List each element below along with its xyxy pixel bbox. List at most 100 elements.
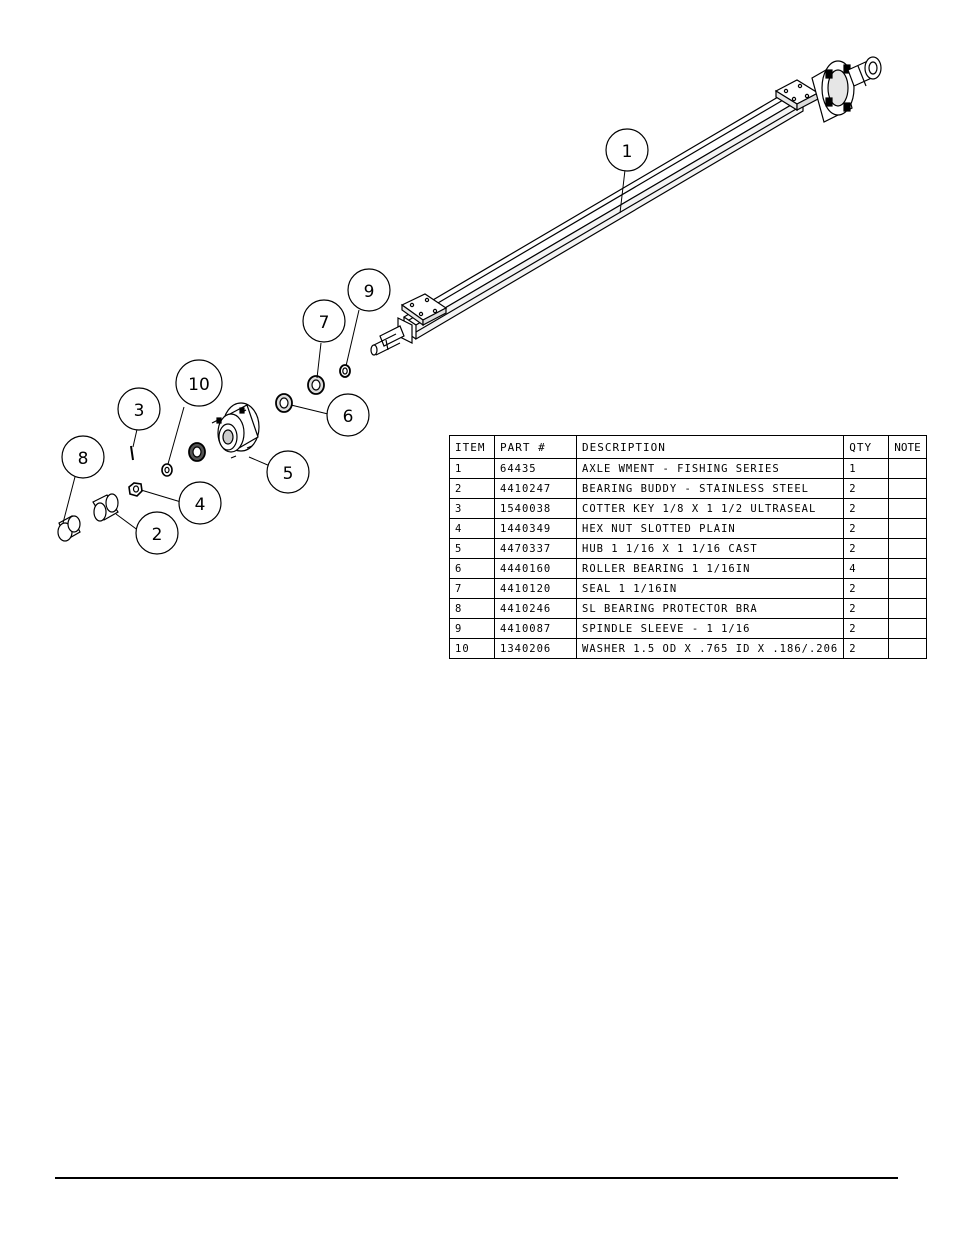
cell-item: 4 <box>449 518 495 539</box>
cell-part: 4410246 <box>494 598 577 619</box>
callout-10-label: 10 <box>188 375 210 395</box>
footer-rule <box>55 1177 898 1179</box>
cell-part: 64435 <box>494 458 577 479</box>
cell-item: 6 <box>449 558 495 579</box>
left-spring-seat <box>400 293 448 327</box>
callout-6-label: 6 <box>343 407 354 427</box>
cell-part: 4410247 <box>494 478 577 499</box>
left-spindle <box>370 317 413 356</box>
table-row: 3 1540038 COTTER KEY 1/8 X 1 1/2 ULTRASE… <box>449 498 927 519</box>
item-3-cotter-key <box>130 445 134 461</box>
callout-7-label: 7 <box>319 313 330 333</box>
cell-description: SPINDLE SLEEVE - 1 1/16 <box>575 618 845 639</box>
item-2-bearing-buddy <box>92 493 119 522</box>
cell-note <box>888 518 927 539</box>
header-qty: QTY <box>843 435 890 459</box>
cell-item: 3 <box>449 498 495 519</box>
cell-note <box>888 538 927 559</box>
item-5-hub <box>211 402 260 459</box>
callout-1-label: 1 <box>622 142 633 162</box>
cell-qty: 2 <box>843 498 890 519</box>
callout-3-label: 3 <box>134 401 145 421</box>
cell-item: 10 <box>449 638 495 659</box>
cell-description: AXLE WMENT - FISHING SERIES <box>575 458 845 479</box>
item-7-seal <box>307 375 325 395</box>
cell-item: 5 <box>449 538 495 559</box>
cell-qty: 2 <box>843 538 890 559</box>
table-header-row: ITEM PART # DESCRIPTION QTY NOTE <box>449 435 927 459</box>
table-row: 1 64435 AXLE WMENT - FISHING SERIES 1 <box>449 458 927 479</box>
callout-5-label: 5 <box>283 464 294 484</box>
cell-qty: 2 <box>843 598 890 619</box>
cell-part: 4440160 <box>494 558 577 579</box>
cell-qty: 2 <box>843 618 890 639</box>
callout-6: 6 <box>326 393 370 437</box>
callout-2-label: 2 <box>152 525 163 545</box>
callout-4-label: 4 <box>195 495 206 515</box>
cell-qty: 2 <box>843 478 890 499</box>
cell-description: ROLLER BEARING 1 1/16IN <box>575 558 845 579</box>
cell-note <box>888 498 927 519</box>
callout-3: 3 <box>117 387 161 431</box>
cell-description: BEARING BUDDY - STAINLESS STEEL <box>575 478 845 499</box>
item-9-spindle-sleeve <box>339 364 351 378</box>
table-row: 5 4470337 HUB 1 1/16 X 1 1/16 CAST 2 <box>449 538 927 559</box>
cell-item: 9 <box>449 618 495 639</box>
cell-item: 2 <box>449 478 495 499</box>
item-6-roller-bearing-inner <box>275 393 293 413</box>
cell-note <box>888 478 927 499</box>
cell-item: 8 <box>449 598 495 619</box>
header-description: DESCRIPTION <box>575 435 845 459</box>
cell-note <box>888 578 927 599</box>
callout-9-label: 9 <box>364 282 375 302</box>
cell-item: 7 <box>449 578 495 599</box>
cell-description: SEAL 1 1/16IN <box>575 578 845 599</box>
item-6-roller-bearing-outer <box>188 442 206 462</box>
axle-tube <box>402 89 805 341</box>
table-row: 6 4440160 ROLLER BEARING 1 1/16IN 4 <box>449 558 927 579</box>
callout-4: 4 <box>178 481 222 525</box>
cell-note <box>888 638 927 659</box>
callout-1: 1 <box>605 128 649 172</box>
callout-9: 9 <box>347 268 391 312</box>
cell-note <box>888 618 927 639</box>
cell-description: HEX NUT SLOTTED PLAIN <box>575 518 845 539</box>
header-part: PART # <box>494 435 577 459</box>
callout-7: 7 <box>302 299 346 343</box>
cell-qty: 1 <box>843 458 890 479</box>
header-item: ITEM <box>449 435 495 459</box>
cell-description: WASHER 1.5 OD X .765 ID X .186/.206 <box>575 638 845 659</box>
callout-8: 8 <box>61 435 105 479</box>
item-10-washer <box>161 463 173 477</box>
cell-note <box>888 458 927 479</box>
table-row: 4 1440349 HEX NUT SLOTTED PLAIN 2 <box>449 518 927 539</box>
cell-description: COTTER KEY 1/8 X 1 1/2 ULTRASEAL <box>575 498 845 519</box>
cell-description: SL BEARING PROTECTOR BRA <box>575 598 845 619</box>
table-row: 7 4410120 SEAL 1 1/16IN 2 <box>449 578 927 599</box>
cell-part: 1440349 <box>494 518 577 539</box>
cell-part: 4410087 <box>494 618 577 639</box>
item-4-hex-nut <box>128 482 143 497</box>
cell-part: 1340206 <box>494 638 577 659</box>
cell-part: 4410120 <box>494 578 577 599</box>
callout-2: 2 <box>135 511 179 555</box>
cell-note <box>888 558 927 579</box>
callout-5: 5 <box>266 450 310 494</box>
table-row: 2 4410247 BEARING BUDDY - STAINLESS STEE… <box>449 478 927 499</box>
cell-qty: 4 <box>843 558 890 579</box>
cell-part: 4470337 <box>494 538 577 559</box>
cell-note <box>888 598 927 619</box>
table-row: 10 1340206 WASHER 1.5 OD X .765 ID X .18… <box>449 638 927 659</box>
table-row: 9 4410087 SPINDLE SLEEVE - 1 1/16 2 <box>449 618 927 639</box>
right-spring-seat <box>774 79 820 112</box>
parts-list-table: ITEM PART # DESCRIPTION QTY NOTE 1 64435… <box>449 435 927 659</box>
cell-item: 1 <box>449 458 495 479</box>
cell-description: HUB 1 1/16 X 1 1/16 CAST <box>575 538 845 559</box>
cell-qty: 2 <box>843 518 890 539</box>
table-row: 8 4410246 SL BEARING PROTECTOR BRA 2 <box>449 598 927 619</box>
item-8-bearing-protector <box>57 515 81 542</box>
callout-10: 10 <box>175 359 223 407</box>
header-note: NOTE <box>888 435 927 459</box>
cell-qty: 2 <box>843 578 890 599</box>
